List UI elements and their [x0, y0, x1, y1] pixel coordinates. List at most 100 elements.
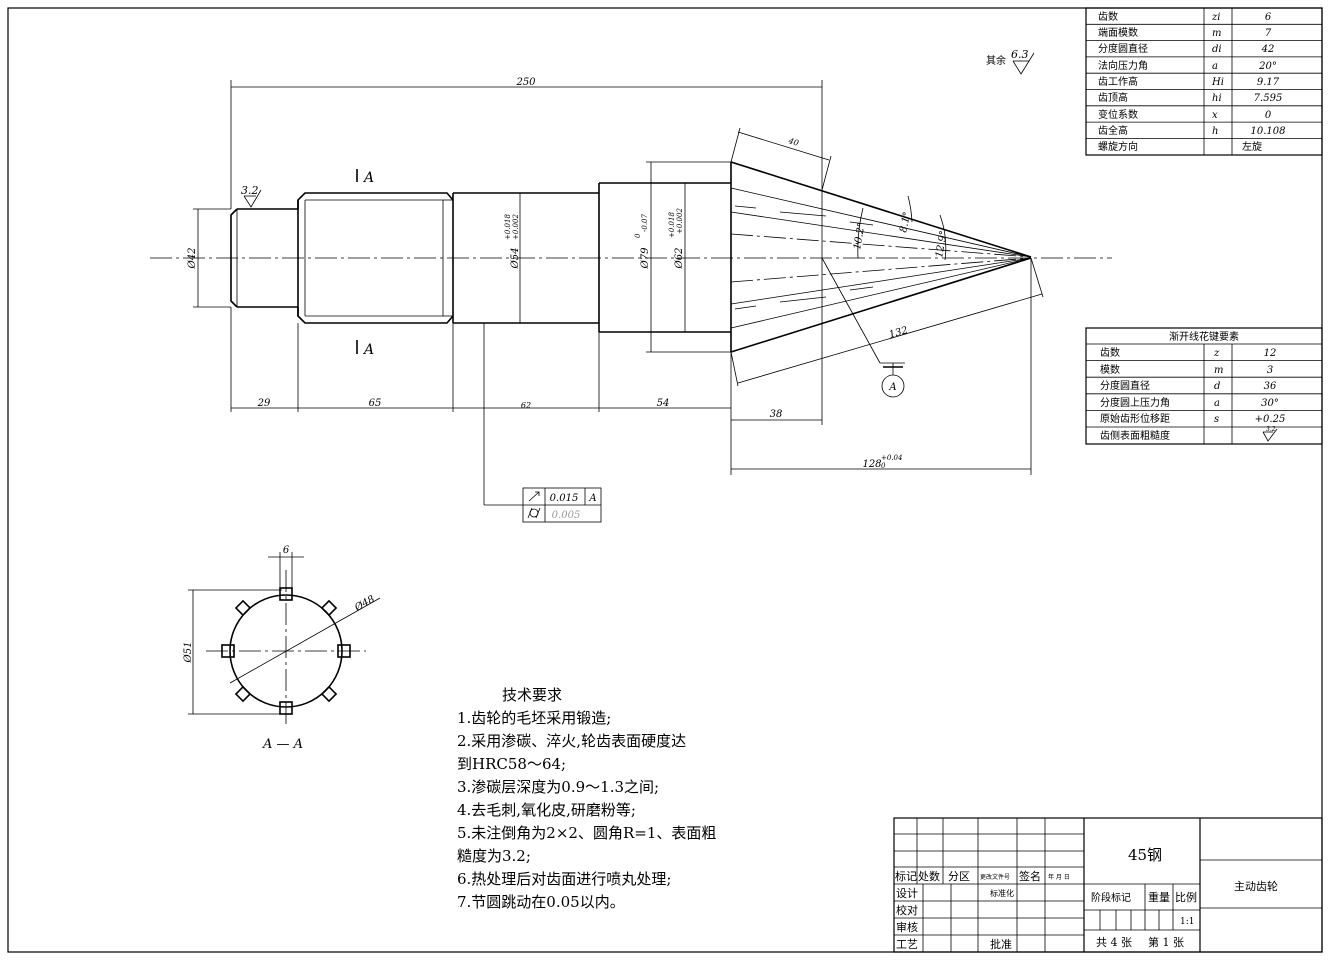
- dim-tol-upper: +0.04: [881, 454, 902, 462]
- spline-table-value: 3.2: [1266, 426, 1276, 433]
- spline-table-row: 分度圆上压力角 a 30°: [1100, 396, 1279, 409]
- spline-table-name: 模数: [1100, 363, 1120, 376]
- dim-128: 128 +0.04 0: [731, 258, 1032, 475]
- spline-table-name: 齿数: [1100, 346, 1120, 359]
- roughness-symbol-icon: [1012, 52, 1035, 75]
- gear-table-name: 法向压力角: [1098, 59, 1148, 72]
- gear-table-symbol: di: [1212, 44, 1222, 55]
- gear-table-row: 齿顶高 hi 7.595: [1098, 91, 1282, 104]
- gear-table-value: 20°: [1258, 61, 1277, 72]
- gear-table-name: 齿全高: [1098, 124, 1128, 137]
- dim-tol-upper: 0: [634, 233, 642, 238]
- rough-note-other: 其余 6.3: [986, 48, 1035, 75]
- dim-angles: 10.2° 8.1° 12.9°: [852, 195, 950, 261]
- tech-line: 2.采用渗碳、淬火,轮齿表面硬度达: [457, 732, 686, 750]
- tech-line: 1.齿轮的毛坯采用锻造;: [457, 709, 611, 727]
- spline-table-value: 12: [1264, 348, 1277, 359]
- section-letter: A: [362, 170, 374, 186]
- dim-d54: Ø54 +0.018 +0.002: [504, 193, 521, 323]
- tech-line: 6.热处理后对齿面进行喷丸处理;: [457, 870, 671, 888]
- spline-table-row: 模数 m 3: [1100, 363, 1273, 376]
- dim-tol-upper: +0.018: [504, 214, 512, 240]
- spline-parameter-table: 渐开线花键要素 齿数 z 12 模数 m 3 分度圆直径 d 36 分度圆上压力…: [1085, 327, 1323, 445]
- gear-table-row: 齿数 zi 6: [1098, 10, 1272, 23]
- tb-header: 处数: [918, 870, 940, 883]
- dim-overall-250: 250: [230, 77, 823, 209]
- roughness-symbol-icon: [243, 189, 262, 208]
- dim-d62: Ø62 +0.018 +0.002: [668, 183, 686, 332]
- fcf-tolerance: 0.015: [550, 493, 579, 504]
- tb-header: 分区: [948, 870, 970, 883]
- dim-text: Ø54: [510, 248, 521, 270]
- tech-line: 糙度为3.2;: [457, 847, 531, 865]
- gear-table-value: 42: [1261, 44, 1275, 55]
- tb-sheet-no: 第 1 张: [1148, 935, 1184, 949]
- spline-table-symbol: s: [1214, 414, 1219, 425]
- tech-line: 4.去毛刺,氧化皮,研磨粉等;: [457, 801, 636, 819]
- gear-table-row: 变位系数 x 0: [1098, 108, 1272, 121]
- gear-table-symbol: x: [1212, 110, 1218, 121]
- dim-text: Ø79: [640, 247, 651, 270]
- gear-table-value: 6: [1265, 12, 1272, 23]
- dim-text: 132: [888, 325, 909, 341]
- tb-label: 设计: [896, 887, 918, 900]
- gear-table-name: 螺旋方向: [1098, 140, 1138, 153]
- spline-table-symbol: a: [1214, 398, 1220, 409]
- dim-tol-lower: +0.002: [676, 208, 684, 234]
- dim-tol-lower: -0.07: [641, 214, 649, 232]
- feature-control-frame: 0.015 A 0.005: [483, 323, 602, 523]
- gear-table-value: 10.108: [1251, 126, 1286, 137]
- datum-a: A: [821, 257, 905, 398]
- gear-table-row: 法向压力角 a 20°: [1098, 59, 1277, 72]
- dim-bottom-chain: 29 65 62 54: [230, 307, 823, 475]
- gear-table-symbol: a: [1212, 61, 1218, 72]
- spline-table-value: +0.25: [1255, 414, 1286, 425]
- spline-table-row: 原始齿形位移距 s +0.25: [1100, 412, 1285, 425]
- spline-table-row: 齿侧表面粗糙度 3.2: [1100, 426, 1278, 442]
- dim-tol-lower: +0.002: [512, 214, 520, 240]
- gear-table-name: 齿工作高: [1098, 75, 1138, 88]
- section-letter: A: [362, 342, 374, 358]
- tech-line: 7.节圆跳动在0.05以内。: [457, 893, 625, 911]
- gear-table-row: 端面模数 m 7: [1098, 26, 1272, 39]
- gear-table-name: 变位系数: [1098, 108, 1138, 121]
- dim-text: 250: [515, 77, 536, 88]
- tb-label: 校对: [896, 903, 918, 917]
- gear-table-value: 左旋: [1242, 140, 1262, 153]
- gear-table-symbol: Hi: [1211, 77, 1224, 88]
- dim-text: Ø42: [187, 248, 198, 270]
- tb-label: 重量: [1148, 890, 1170, 904]
- section-mark-upper: A: [356, 169, 374, 186]
- tb-header: 更改文件号: [980, 873, 1010, 881]
- spline-table-title: 渐开线花键要素: [1169, 330, 1239, 343]
- dim-text: Ø51: [183, 642, 194, 664]
- dim-132: 132: [730, 257, 1044, 387]
- dim-text: 6: [283, 545, 290, 556]
- dim-text: 62: [521, 401, 531, 410]
- dim-text: 8.1°: [898, 211, 913, 234]
- rough-note-value: 6.3: [1011, 48, 1029, 61]
- spline-table-name: 分度圆直径: [1100, 379, 1150, 392]
- spline-table-row: 分度圆直径 d 36: [1100, 379, 1277, 392]
- tb-header: 签名: [1019, 869, 1041, 883]
- spline-table-symbol: d: [1214, 381, 1220, 392]
- gear-table-value: 9.17: [1257, 77, 1280, 88]
- dim-text: 65: [369, 398, 382, 409]
- dim-38: 38: [731, 409, 822, 421]
- gear-table-row: 齿全高 h 10.108: [1098, 124, 1286, 137]
- tb-label: 批准: [990, 937, 1012, 951]
- dim-40: 40: [730, 127, 832, 191]
- tb-label: 标准化: [990, 888, 1014, 898]
- gear-table-symbol: m: [1212, 28, 1221, 39]
- tb-sheet-total: 共 4 张: [1096, 936, 1132, 949]
- fcf-datum: A: [588, 493, 596, 504]
- drawing-border: [7, 7, 1323, 953]
- datum-letter: A: [888, 382, 896, 393]
- spline-table-name: 齿侧表面粗糙度: [1100, 429, 1170, 442]
- section-view-a-a: Ø51 6 Ø48 A — A: [183, 545, 381, 752]
- spline-table-value: 36: [1264, 381, 1277, 392]
- gear-table-symbol: hi: [1212, 93, 1222, 104]
- tb-header: 年 月 日: [1048, 873, 1070, 881]
- rough-left-value: 3.2: [241, 184, 259, 197]
